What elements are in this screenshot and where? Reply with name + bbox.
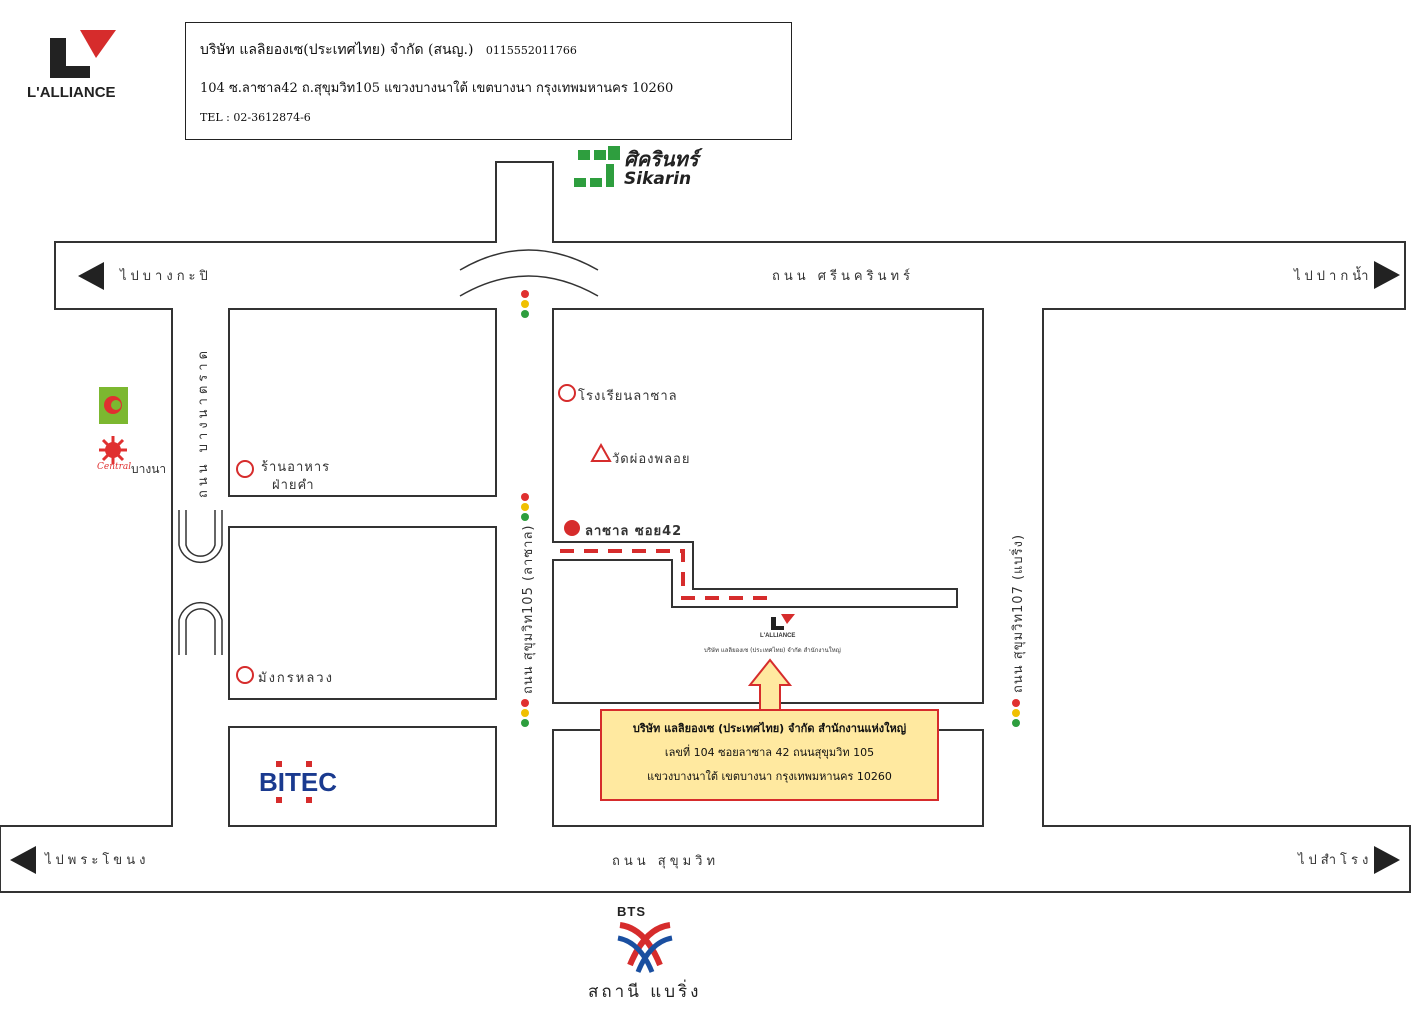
road-sukhumvit107-label: ถนน สุขุมวิท107 (แบริ่ง) xyxy=(1011,533,1026,693)
arrow-left-bottom-icon xyxy=(10,846,36,874)
restaurant-label-line2: ฝ่ายคำ xyxy=(272,478,315,493)
traffic-light-icon xyxy=(1012,699,1020,727)
direction-samrong: ไปสำโรง xyxy=(1298,853,1373,868)
arrow-right-top-icon xyxy=(1374,261,1400,289)
traffic-light-icon xyxy=(521,290,529,318)
bts-logo xyxy=(617,922,673,973)
lasalle-school-label: โรงเรียนลาซาล xyxy=(578,389,678,404)
school-marker-icon xyxy=(558,384,576,402)
arrow-right-bottom-icon xyxy=(1374,846,1400,874)
lalliance-small-logo xyxy=(771,614,795,630)
block-mid-left xyxy=(228,526,497,700)
route-line xyxy=(560,549,770,600)
lalliance-logo xyxy=(50,30,116,78)
sikarin-logo xyxy=(574,146,620,187)
bigc-logo xyxy=(99,387,128,424)
direction-paknam: ไปปากน้ำ xyxy=(1294,269,1373,284)
block-top-left xyxy=(228,308,497,497)
traffic-lights xyxy=(521,290,1020,727)
road-sukhumvit-label: ถนน สุขุมวิท xyxy=(612,854,720,869)
soi42-marker-icon xyxy=(564,520,580,536)
company-name-line: บริษัท แลลิยองเซ(ประเทศไทย) จำกัด (สนญ.)… xyxy=(200,39,577,61)
road-bangna-trad-label: ถนน บางนาตราด xyxy=(196,346,211,498)
road-srinakarin-label: ถนน ศรีนครินทร์ xyxy=(772,269,915,284)
direction-bangkapi: ไปบางกะปิ xyxy=(120,269,212,284)
callout-line3: แขวงบางนาใต้ เขตบางนา กรุงเทพมหานคร 1026… xyxy=(647,770,892,783)
callout-line2: เลขที่ 104 ซอยลาซาล 42 ถนนสุขุมวิท 105 xyxy=(664,746,875,759)
logo-wordmark: L'ALLIANCE xyxy=(27,84,116,101)
bitec-logo-marks xyxy=(276,761,312,803)
traffic-light-icon xyxy=(521,699,529,727)
company-name: บริษัท แลลิยองเซ(ประเทศไทย) จำกัด (สนญ.) xyxy=(200,42,474,58)
u-turns xyxy=(178,510,223,655)
company-info-box: บริษัท แลลิยองเซ(ประเทศไทย) จำกัด (สนญ.)… xyxy=(185,22,792,140)
temple-marker-icon xyxy=(590,442,612,462)
block-right-top xyxy=(552,308,984,704)
central-logo-icon xyxy=(99,436,127,464)
direction-phrakhanong: ไปพระโขนง xyxy=(45,853,150,868)
restaurant-marker-icon xyxy=(236,460,254,478)
callout-line1: บริษัท แลลิยองเซ (ประเทศไทย) จำกัด สำนัก… xyxy=(632,722,907,735)
central-logo-label: Central xyxy=(97,462,132,472)
bitec-label: BITEC xyxy=(259,767,337,797)
mangkorn-marker-icon xyxy=(236,666,254,684)
traffic-light-icon xyxy=(521,493,529,521)
company-address: 104 ซ.ลาซาล42 ถ.สุขุมวิท105 แขวงบางนาใต้… xyxy=(200,81,674,96)
wat-phong-phloi-label: วัดผ่องพลอย xyxy=(612,452,691,467)
lasalle-soi42-label: ลาซาล ซอย42 xyxy=(585,524,683,539)
poi-markers xyxy=(236,384,612,684)
outer-road-outline xyxy=(0,161,1411,893)
road-network xyxy=(0,161,1411,893)
restaurant-label-line1: ร้านอาหาร xyxy=(261,460,331,475)
central-bangna-label: บางนา xyxy=(131,462,167,476)
destination-callout: บริษัท แลลิยองเซ (ประเทศไทย) จำกัด สำนัก… xyxy=(600,709,939,801)
arrow-left-top-icon xyxy=(78,262,104,290)
company-tax-id: 0115552011766 xyxy=(485,44,577,57)
block-bitec xyxy=(228,726,497,827)
sikarin-thai-label: ศิครินทร์ xyxy=(624,147,699,171)
company-phone: TEL : 02-3612874-6 xyxy=(200,111,311,124)
direction-arrows xyxy=(10,261,1400,874)
destination-caption: บริษัท แลลิยองเซ (ประเทศไทย) จำกัด สำนัก… xyxy=(704,647,841,654)
sikarin-en-label: Sikarin xyxy=(624,169,692,189)
bts-logo-text: BTS xyxy=(617,904,646,919)
destination-logo-text: L'ALLIANCE xyxy=(760,633,796,639)
road-sukhumvit105-label: ถนน สุขุมวิท105 (ลาซาล) xyxy=(521,524,536,694)
mangkorn-luang-label: มังกรหลวง xyxy=(258,671,334,686)
bts-station-label: สถานี แบริ่ง xyxy=(588,982,702,1002)
overpass-arcs xyxy=(459,249,599,297)
